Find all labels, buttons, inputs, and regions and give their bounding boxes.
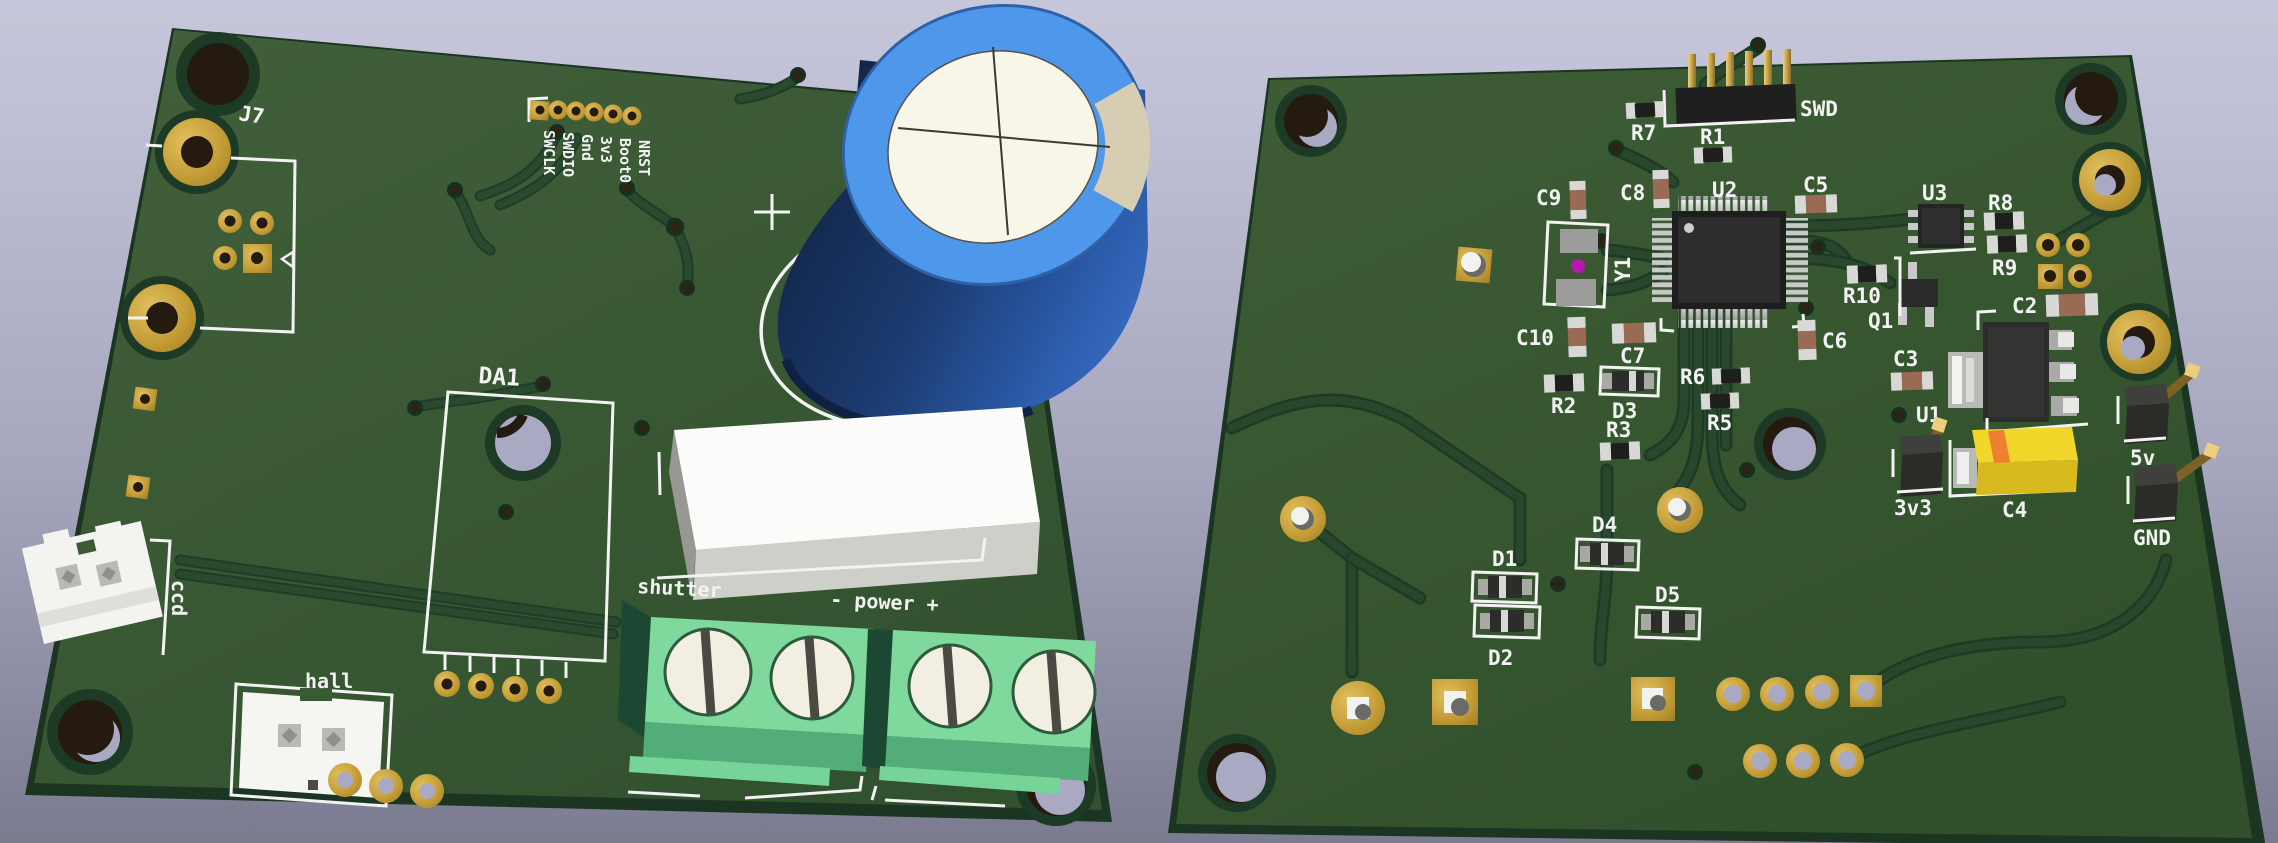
programming-header: SWCLK SWDIO Gnd 3v3 Boot0 NRST: [527, 96, 653, 183]
swd-header: SWD: [1662, 49, 1838, 128]
j7-small-pads: [213, 209, 274, 273]
diode-d4: D4: [1574, 513, 1641, 572]
bottom-pads: [1280, 487, 1882, 778]
tantalum-c4: C4: [1948, 427, 2078, 522]
label-3v3: 3v3: [597, 136, 615, 163]
label-d2: D2: [1488, 646, 1513, 670]
label-q1: Q1: [1868, 309, 1893, 333]
label-d1: D1: [1492, 547, 1517, 571]
diode-d5: D5: [1634, 583, 1702, 641]
label-d3: D3: [1612, 399, 1637, 423]
connector-j7: J7: [120, 101, 297, 360]
transistor-q1: Q1: [1868, 256, 1938, 333]
label-ccd: ccd: [167, 580, 191, 616]
label-c10: C10: [1516, 326, 1554, 350]
label-c6: C6: [1822, 329, 1847, 353]
bottom-pads: [328, 763, 444, 808]
pcb-back-board: SWD U2 Y1 R7: [1168, 37, 2266, 843]
pcb-front-board: J7 SWCLK SWDIO Gnd 3v3 Boot0 NRST: [21, 3, 1151, 826]
label-c9: C9: [1536, 186, 1561, 210]
label-swdio: SWDIO: [559, 132, 577, 177]
label-da1: DA1: [478, 363, 521, 392]
label-hall: hall: [305, 669, 353, 693]
pin-5v: 5v: [2116, 362, 2201, 470]
label-u2: U2: [1712, 178, 1737, 202]
crystal-y1: Y1: [1542, 220, 1635, 309]
label-r6: R6: [1680, 365, 1705, 389]
terminal-block-power: [862, 629, 1097, 794]
label-c4: C4: [2002, 498, 2027, 522]
diode-d2: D2: [1472, 603, 1542, 670]
aux-pads: [1455, 233, 2092, 289]
label-boot0: Boot0: [616, 138, 634, 183]
label-d4: D4: [1592, 513, 1617, 537]
label-c8: C8: [1620, 181, 1645, 205]
label-c5: C5: [1803, 173, 1828, 197]
label-swclk: SWCLK: [540, 130, 558, 175]
fiducial-cross: [754, 194, 790, 230]
label-r2: R2: [1551, 394, 1576, 418]
label-u3: U3: [1922, 181, 1947, 205]
label-r3: R3: [1606, 418, 1631, 442]
label-r9: R9: [1992, 256, 2017, 280]
diode-d1: D1: [1470, 547, 1539, 605]
label-power: - power +: [830, 587, 939, 617]
capacitor-polarity-stripe: [1092, 81, 1151, 212]
label-y1: Y1: [1611, 257, 1635, 282]
crystal-dot: [1571, 259, 1585, 273]
label-j7: J7: [237, 101, 266, 129]
pin-gnd: GND: [2126, 442, 2220, 550]
label-swd: SWD: [1800, 97, 1838, 121]
regulator-u1: U1: [1916, 309, 2089, 434]
diodes: D4 D1 D2 D5: [1470, 513, 1702, 670]
mounting-holes: [47, 32, 1096, 826]
diode-d3: [1598, 365, 1661, 398]
label-gnd: GND: [2133, 526, 2171, 550]
label-r10: R10: [1843, 284, 1881, 308]
label-d5: D5: [1655, 583, 1680, 607]
mounting-holes: [1198, 63, 2178, 812]
label-shutter: shutter: [637, 574, 722, 602]
edge-pads: [125, 386, 158, 500]
label-gnd: Gnd: [578, 134, 596, 161]
passives: R7 R1 C8 C9 C5 C10: [1516, 101, 2099, 461]
label-3v3: 3v3: [1894, 496, 1932, 520]
ccd-connector: ccd: [21, 520, 191, 656]
label-r8: R8: [1988, 191, 2013, 215]
relay-da1-footprint: DA1: [422, 363, 615, 704]
pin-3v3: 3v3: [1891, 416, 1948, 520]
label-c3: C3: [1893, 347, 1918, 371]
mcu-u2: U2: [1652, 178, 1808, 333]
label-c2: C2: [2012, 294, 2037, 318]
terminal-block-shutter: [618, 600, 874, 786]
relay-box: [656, 407, 1040, 600]
label-r1: R1: [1700, 125, 1725, 149]
label-nrst: NRST: [635, 140, 653, 176]
label-r5: R5: [1707, 411, 1732, 435]
label-c7: C7: [1620, 344, 1645, 368]
label-r7: R7: [1631, 121, 1656, 145]
ic-u3: U3: [1908, 181, 1977, 255]
